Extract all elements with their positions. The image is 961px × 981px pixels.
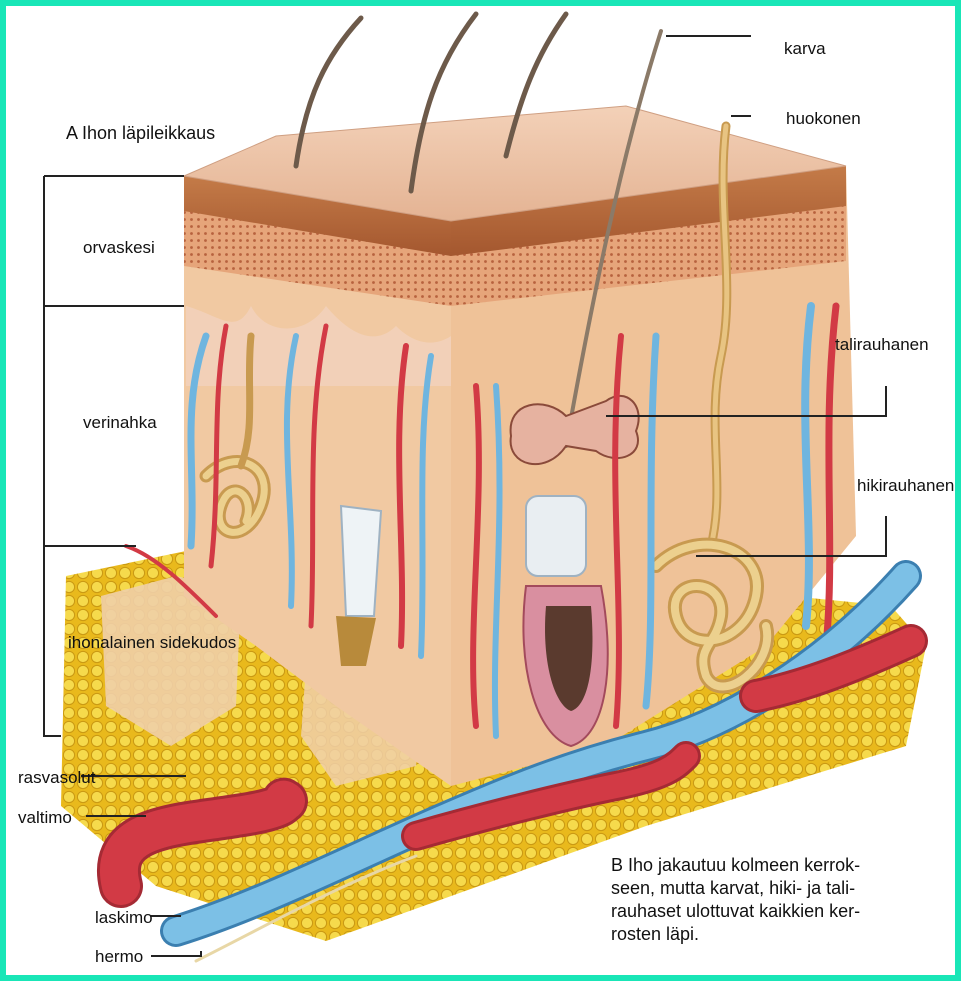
label-hermo: hermo: [95, 948, 143, 965]
figure-caption: B Iho jakautuu kolmeen kerrok- seen, mut…: [611, 854, 941, 946]
caption-line: rauhaset ulottuvat kaikkien ker-: [611, 900, 941, 923]
label-karva: karva: [784, 40, 826, 57]
caption-line: seen, mutta karvat, hiki- ja tali-: [611, 877, 941, 900]
label-verinahka: verinahka: [83, 414, 157, 431]
label-laskimo: laskimo: [95, 909, 153, 926]
label-rasvasolut: rasvasolut: [18, 769, 95, 786]
skin-cross-section-illustration: [6, 6, 955, 975]
label-huokonen: huokonen: [786, 110, 861, 127]
label-ihonalainen-sidekudos: ihonalainen sidekudos: [68, 634, 236, 651]
label-talirauhanen: talirauhanen: [835, 336, 929, 353]
caption-line: rosten läpi.: [611, 923, 941, 946]
label-orvaskesi: orvaskesi: [83, 239, 155, 256]
caption-line: B Iho jakautuu kolmeen kerrok-: [611, 854, 941, 877]
label-hikirauhanen: hikirauhanen: [857, 477, 954, 494]
figure-title: A Ihon läpileikkaus: [66, 124, 215, 142]
label-valtimo: valtimo: [18, 809, 72, 826]
